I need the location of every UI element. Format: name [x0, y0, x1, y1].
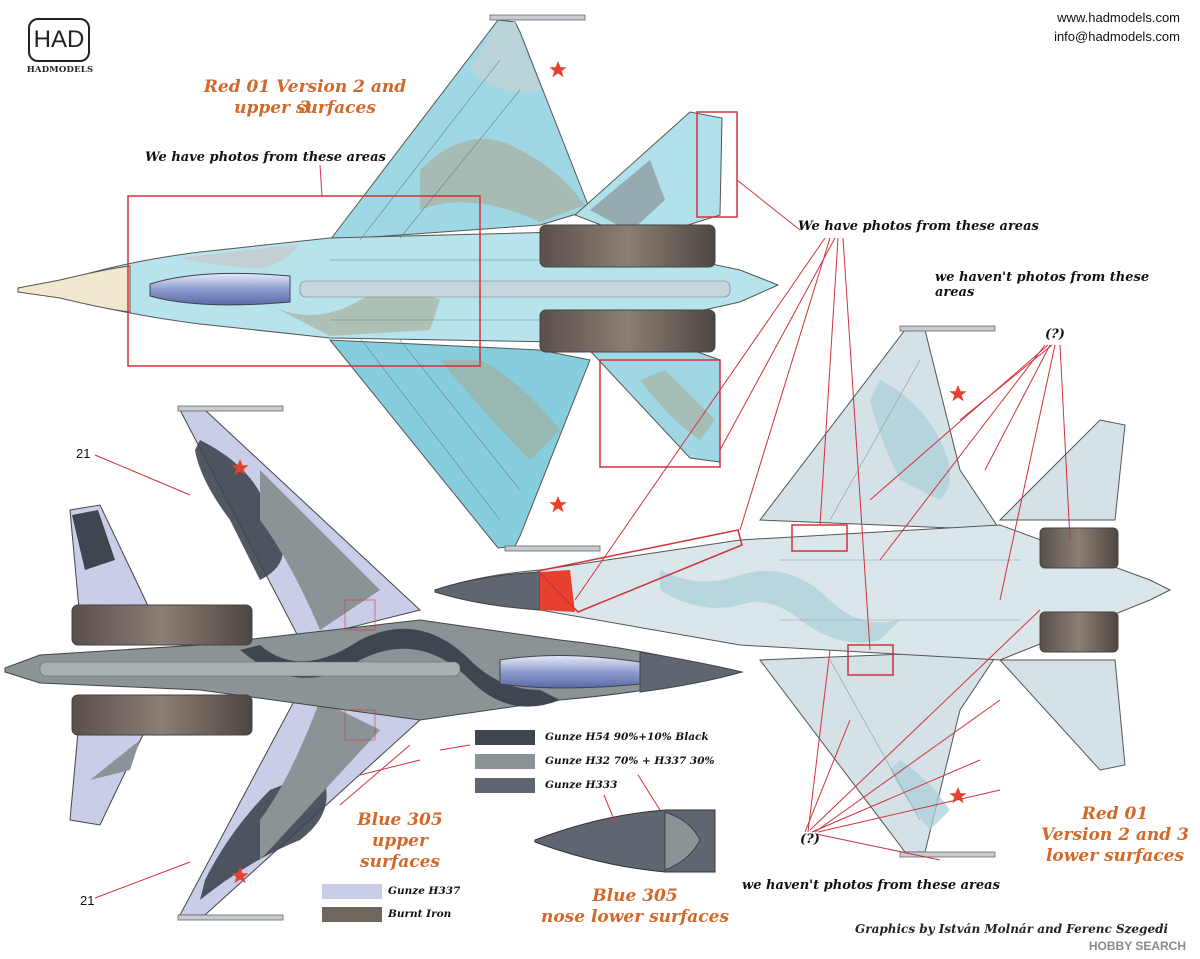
- nose-lower-canopy: [664, 811, 701, 871]
- watermark: HOBBY SEARCH: [1088, 939, 1186, 953]
- upper-engine-top: [539, 224, 716, 268]
- swatch-label: Gunze H54 90%+10% Black: [545, 731, 709, 743]
- title-blue305-nose-line2: nose lower surfaces: [540, 907, 730, 927]
- photo-box-fuselage: [127, 195, 481, 367]
- label-no-photos-top: we haven't photos from these areas: [935, 270, 1150, 300]
- swatch-label: Gunze H337: [388, 885, 461, 897]
- photo-box-nose: [536, 529, 743, 613]
- leader-lines: [94, 164, 1071, 899]
- marker-21-top: 21: [76, 446, 91, 461]
- title-red01-lower-line1: Red 01: [1081, 804, 1149, 824]
- blue305-wing-top-camo: [195, 440, 283, 580]
- upper-nose-cone: [17, 265, 131, 313]
- title-blue305-nose-line1: Blue 305: [592, 886, 678, 906]
- swatch-label: Burnt Iron: [388, 908, 452, 920]
- logo-mark: HAD: [28, 18, 90, 62]
- lower-engine-top: [1039, 527, 1119, 569]
- red01-lower-aircraft: [434, 325, 1172, 858]
- upper-tailplane-top-grey: [590, 160, 665, 232]
- blue305-engine-top: [71, 604, 253, 646]
- photo-box-intake: [791, 524, 848, 552]
- lower-star-top: [949, 385, 967, 402]
- label-question-bottom: (?): [800, 832, 820, 847]
- title-blue305-upper-line1: Blue 305: [357, 810, 443, 830]
- swatch-color: [322, 884, 382, 899]
- label-no-photos-bottom: we haven't photos from these areas: [742, 878, 1000, 893]
- upper-wing-top-tan: [420, 138, 585, 222]
- photo-box-tail-top: [696, 111, 738, 218]
- lower-tailplane-top: [998, 419, 1126, 521]
- blue305-panel-markers: [344, 599, 376, 741]
- swatch-label: Gunze H333: [545, 779, 618, 791]
- upper-panel-lines: [330, 59, 540, 521]
- blue305-fuselage-camo: [240, 628, 560, 707]
- label-photos-top: We have photos from these areas: [145, 150, 386, 165]
- blue305-spine: [39, 661, 461, 677]
- blue305-tailplane-top-camo: [72, 510, 115, 570]
- upper-star-bottom: [549, 496, 567, 513]
- lower-wing-bottom-blue: [890, 760, 950, 830]
- upper-star-top: [549, 61, 567, 78]
- blue305-tailplane-bottom-camo: [90, 740, 140, 780]
- hadmodels-logo: HAD HADMODELS: [20, 18, 100, 78]
- blue305-rail-bottom: [177, 914, 284, 921]
- blue305-wing-top-grey: [260, 470, 380, 630]
- upper-tailplane-bottom: [578, 334, 721, 463]
- upper-engine-bottom: [539, 309, 716, 353]
- wingtip-rail-top: [489, 14, 586, 21]
- blue305-engine-bottom: [71, 694, 253, 736]
- red01-upper-aircraft: [17, 14, 780, 552]
- contact-website: www.hadmodels.com: [1057, 10, 1180, 25]
- upper-spine: [299, 280, 731, 298]
- photo-box-bay: [847, 644, 894, 676]
- lower-wing-top-blue: [870, 380, 950, 500]
- lower-tailplane-bottom: [998, 659, 1126, 771]
- title-blue305-upper-line2: upper surfaces: [360, 831, 440, 872]
- upper-canopy: [149, 272, 291, 306]
- annotation-boxes: [127, 111, 894, 676]
- title-red01-upper-line2: upper surfaces: [234, 98, 376, 118]
- swatch-color: [475, 778, 535, 793]
- marker-21-bottom: 21: [80, 893, 95, 908]
- upper-wing-top-grey: [470, 22, 540, 93]
- lower-wing-bottom: [759, 649, 1001, 853]
- logo-name: HADMODELS: [26, 65, 94, 75]
- swatch-color: [475, 754, 535, 769]
- blue305-nose: [639, 651, 744, 693]
- wingtip-rail-bottom: [504, 545, 601, 552]
- lower-nose-cone: [434, 571, 541, 611]
- contact-email: info@hadmodels.com: [1054, 29, 1180, 44]
- title-red01-lower-line2: Version 2 and 3: [1041, 825, 1189, 845]
- swatch-color: [475, 730, 535, 745]
- credits: Graphics by István Molnár and Ferenc Sze…: [855, 922, 1169, 936]
- title-red01-lower-line3: lower surfaces: [1045, 846, 1185, 866]
- upper-wing-bottom-tan: [440, 360, 560, 460]
- blue305-canopy: [499, 654, 641, 689]
- lower-rail-top: [899, 325, 996, 332]
- upper-tailplane-bottom-tan: [640, 370, 715, 440]
- lower-engine-bottom: [1039, 611, 1119, 653]
- photo-box-tail-bottom: [599, 359, 721, 468]
- blue305-rail-top: [177, 405, 284, 412]
- title-red01-upper-line1: Red 01 Version 2 and 3: [203, 77, 407, 118]
- lower-panel-lines: [780, 359, 1020, 821]
- lower-rail-bottom: [899, 851, 996, 858]
- lower-fuselage-blue: [660, 570, 900, 643]
- blue305-nose-lower-diagram: [534, 809, 716, 873]
- upper-fuselage-grey: [180, 244, 300, 269]
- upper-fuselage-tan: [260, 290, 440, 336]
- swatch-color: [322, 907, 382, 922]
- swatch-label: Gunze H32 70% + H337 30%: [545, 755, 715, 767]
- label-question-top: (?): [1045, 327, 1065, 342]
- label-photos-right: We have photos from these areas: [798, 219, 1039, 234]
